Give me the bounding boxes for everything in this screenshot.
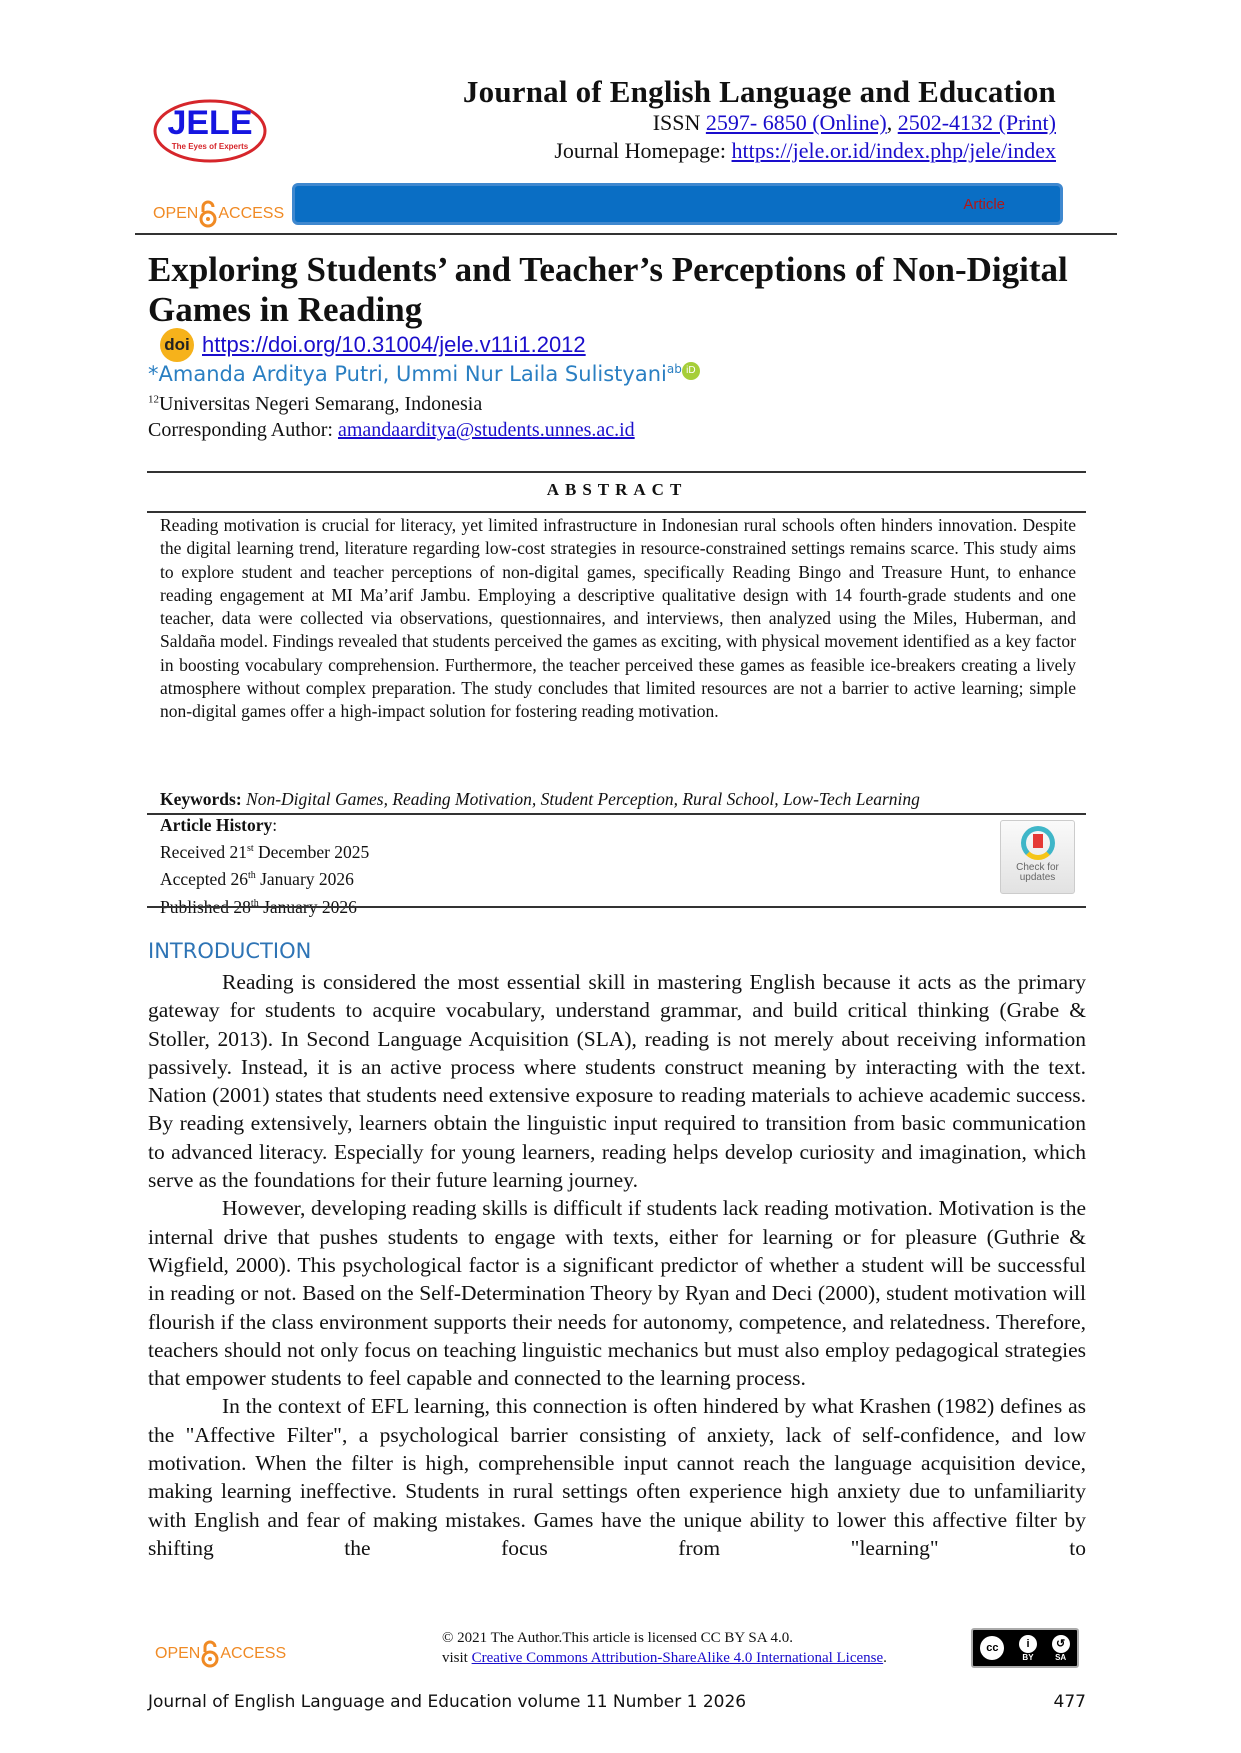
article-history: Article History: Received 21st December …: [160, 814, 369, 919]
cc-icon: cc: [980, 1636, 1005, 1660]
corresponding-author: Corresponding Author: amandaarditya@stud…: [148, 419, 635, 442]
by-icon: i: [1018, 1634, 1037, 1653]
homepage-label: Journal Homepage:: [554, 138, 727, 163]
abstract-top-rule: [147, 471, 1086, 473]
cc-sa-label: SA: [1055, 1652, 1067, 1662]
article-type: Article: [963, 196, 1005, 213]
introduction-heading: INTRODUCTION: [148, 939, 312, 963]
paragraph: However, developing reading skills is di…: [148, 1196, 1086, 1391]
open-lock-icon: [199, 200, 217, 228]
check-label-1: Check for: [1016, 862, 1059, 873]
header-divider: [135, 233, 1117, 235]
homepage-link[interactable]: https://jele.or.id/index.php/jele/index: [731, 138, 1056, 163]
author-names: *Amanda Arditya Putri, Ummi Nur Laila Su…: [148, 362, 667, 386]
open-access-logo: OPEN ACCESS: [153, 200, 284, 228]
affiliation-text: Universitas Negeri Semarang, Indonesia: [159, 393, 483, 415]
keywords-list: Non-Digital Games, Reading Motivation, S…: [246, 789, 920, 809]
open-lock-icon: [201, 1640, 219, 1668]
authors: *Amanda Arditya Putri, Ummi Nur Laila Su…: [148, 362, 700, 386]
check-for-updates-button[interactable]: Check for updates: [1000, 820, 1075, 894]
license-period: .: [883, 1650, 887, 1666]
article-type-banner: Article: [292, 183, 1063, 225]
doi-link[interactable]: https://doi.org/10.31004/jele.v11i1.2012: [202, 332, 586, 357]
check-label-2: updates: [1019, 872, 1056, 883]
sa-icon: ↺: [1051, 1634, 1070, 1653]
footer-open-access-logo: OPEN ACCESS: [155, 1640, 286, 1668]
svg-text:JELE: JELE: [167, 104, 252, 142]
history-accepted: Accepted 26th January 2026: [160, 869, 354, 890]
license-link[interactable]: Creative Commons Attribution-ShareAlike …: [471, 1650, 884, 1666]
paragraph: In the context of EFL learning, this con…: [148, 1394, 1086, 1560]
open-access-right: ACCESS: [220, 1645, 287, 1662]
bookmark-icon: [1020, 826, 1055, 860]
affiliation: 12Universitas Negeri Semarang, Indonesia: [148, 393, 482, 416]
doi-line: doi https://doi.org/10.31004/jele.v11i1.…: [160, 328, 586, 362]
corresponding-email-link[interactable]: amandaarditya@students.unnes.ac.id: [338, 419, 635, 441]
issn-line: ISSN 2597- 6850 (Online), 2502-4132 (Pri…: [653, 110, 1056, 136]
author-superscript: ab: [666, 362, 682, 376]
doi-icon: doi: [160, 328, 194, 362]
open-access-left: OPEN: [155, 1645, 201, 1662]
issn-online-link[interactable]: 2597- 6850 (Online): [705, 110, 887, 135]
keywords-label: Keywords:: [160, 789, 242, 809]
journal-title: Journal of English Language and Educatio…: [462, 74, 1056, 109]
svg-text:The Eyes of Experts: The Eyes of Experts: [172, 142, 249, 151]
page-number: 477: [1053, 1692, 1086, 1712]
history-label: Article History: [160, 815, 273, 835]
license-line: © 2021 The Author.This article is licens…: [442, 1630, 793, 1646]
keywords-rule: [147, 813, 1086, 815]
open-access-right: ACCESS: [218, 205, 285, 222]
paragraph: Reading is considered the most essential…: [148, 970, 1086, 1193]
abstract-text: Reading motivation is crucial for litera…: [160, 515, 1076, 722]
introduction-body: Reading is considered the most essential…: [148, 968, 1086, 1562]
article-title: Exploring Students’ and Teacher’s Percep…: [148, 250, 1068, 329]
cc-by-label: BY: [1022, 1652, 1034, 1662]
keywords: Keywords: Non-Digital Games, Reading Mot…: [160, 789, 920, 810]
affiliation-superscript: 12: [148, 393, 159, 406]
open-access-left: OPEN: [153, 205, 199, 222]
history-bottom-rule: [147, 906, 1086, 908]
issn-label: ISSN: [652, 110, 701, 135]
jele-logo: JELE The Eyes of Experts: [152, 98, 268, 164]
corresponding-label: Corresponding Author:: [148, 419, 333, 441]
history-colon: :: [272, 815, 278, 835]
license-notice: © 2021 The Author.This article is licens…: [442, 1628, 887, 1668]
abstract-heading: ABSTRACT: [546, 480, 688, 499]
issn-separator: ,: [886, 110, 893, 135]
license-visit: visit: [442, 1650, 468, 1666]
issn-print-link[interactable]: 2502-4132 (Print): [897, 110, 1056, 135]
orcid-icon[interactable]: iD: [681, 362, 700, 380]
homepage-line: Journal Homepage: https://jele.or.id/ind…: [554, 138, 1056, 164]
footer-journal-info: Journal of English Language and Educatio…: [148, 1692, 747, 1712]
abstract-heading-rule: [147, 511, 1086, 513]
history-received: Received 21st December 2025: [160, 842, 370, 863]
